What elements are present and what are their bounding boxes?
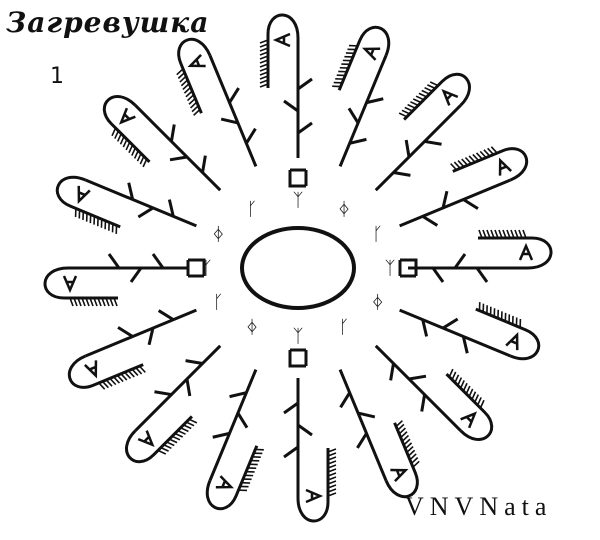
rune-arm xyxy=(408,229,553,283)
bracket-symbol xyxy=(288,348,308,368)
ring-glyph: ᚴ xyxy=(372,224,383,245)
ring-glyph: ᚴ xyxy=(247,199,258,220)
rune-arm xyxy=(332,25,391,167)
ring-glyph: ᛉ xyxy=(201,258,212,279)
rune-arm xyxy=(374,72,471,192)
drawing-number: 1 xyxy=(50,64,64,89)
ring-glyph: ᛉ xyxy=(385,258,396,279)
drawing-title: Загревушка xyxy=(6,6,210,39)
rune-arm xyxy=(283,378,337,523)
ring-glyph: ᛄ xyxy=(372,292,383,313)
center-oval xyxy=(240,226,356,310)
rune-arm xyxy=(259,13,313,158)
ring-glyph: ᚴ xyxy=(213,292,224,313)
rune-arm xyxy=(102,95,222,192)
rune-arm xyxy=(338,369,420,499)
ring-glyph: ᛉ xyxy=(293,190,304,211)
rune-arm xyxy=(67,308,197,390)
ring-glyph: ᛄ xyxy=(339,199,350,220)
rune-arm xyxy=(399,146,529,228)
rune-arm xyxy=(374,344,494,441)
ring-glyph: ᚴ xyxy=(339,317,350,338)
rune-arm xyxy=(43,253,188,307)
bracket-symbol xyxy=(398,258,418,278)
ring-glyph: ᛄ xyxy=(213,224,224,245)
ring-glyph: ᛉ xyxy=(293,326,304,347)
rune-arm xyxy=(125,344,222,464)
author-signature: VNVNata xyxy=(405,492,553,521)
rune-arm xyxy=(176,37,258,167)
rune-arm xyxy=(399,302,541,361)
rune-arm xyxy=(55,175,197,234)
ring-glyph: ᛄ xyxy=(247,317,258,338)
rune-arm xyxy=(205,369,264,511)
bracket-symbol xyxy=(288,168,308,188)
